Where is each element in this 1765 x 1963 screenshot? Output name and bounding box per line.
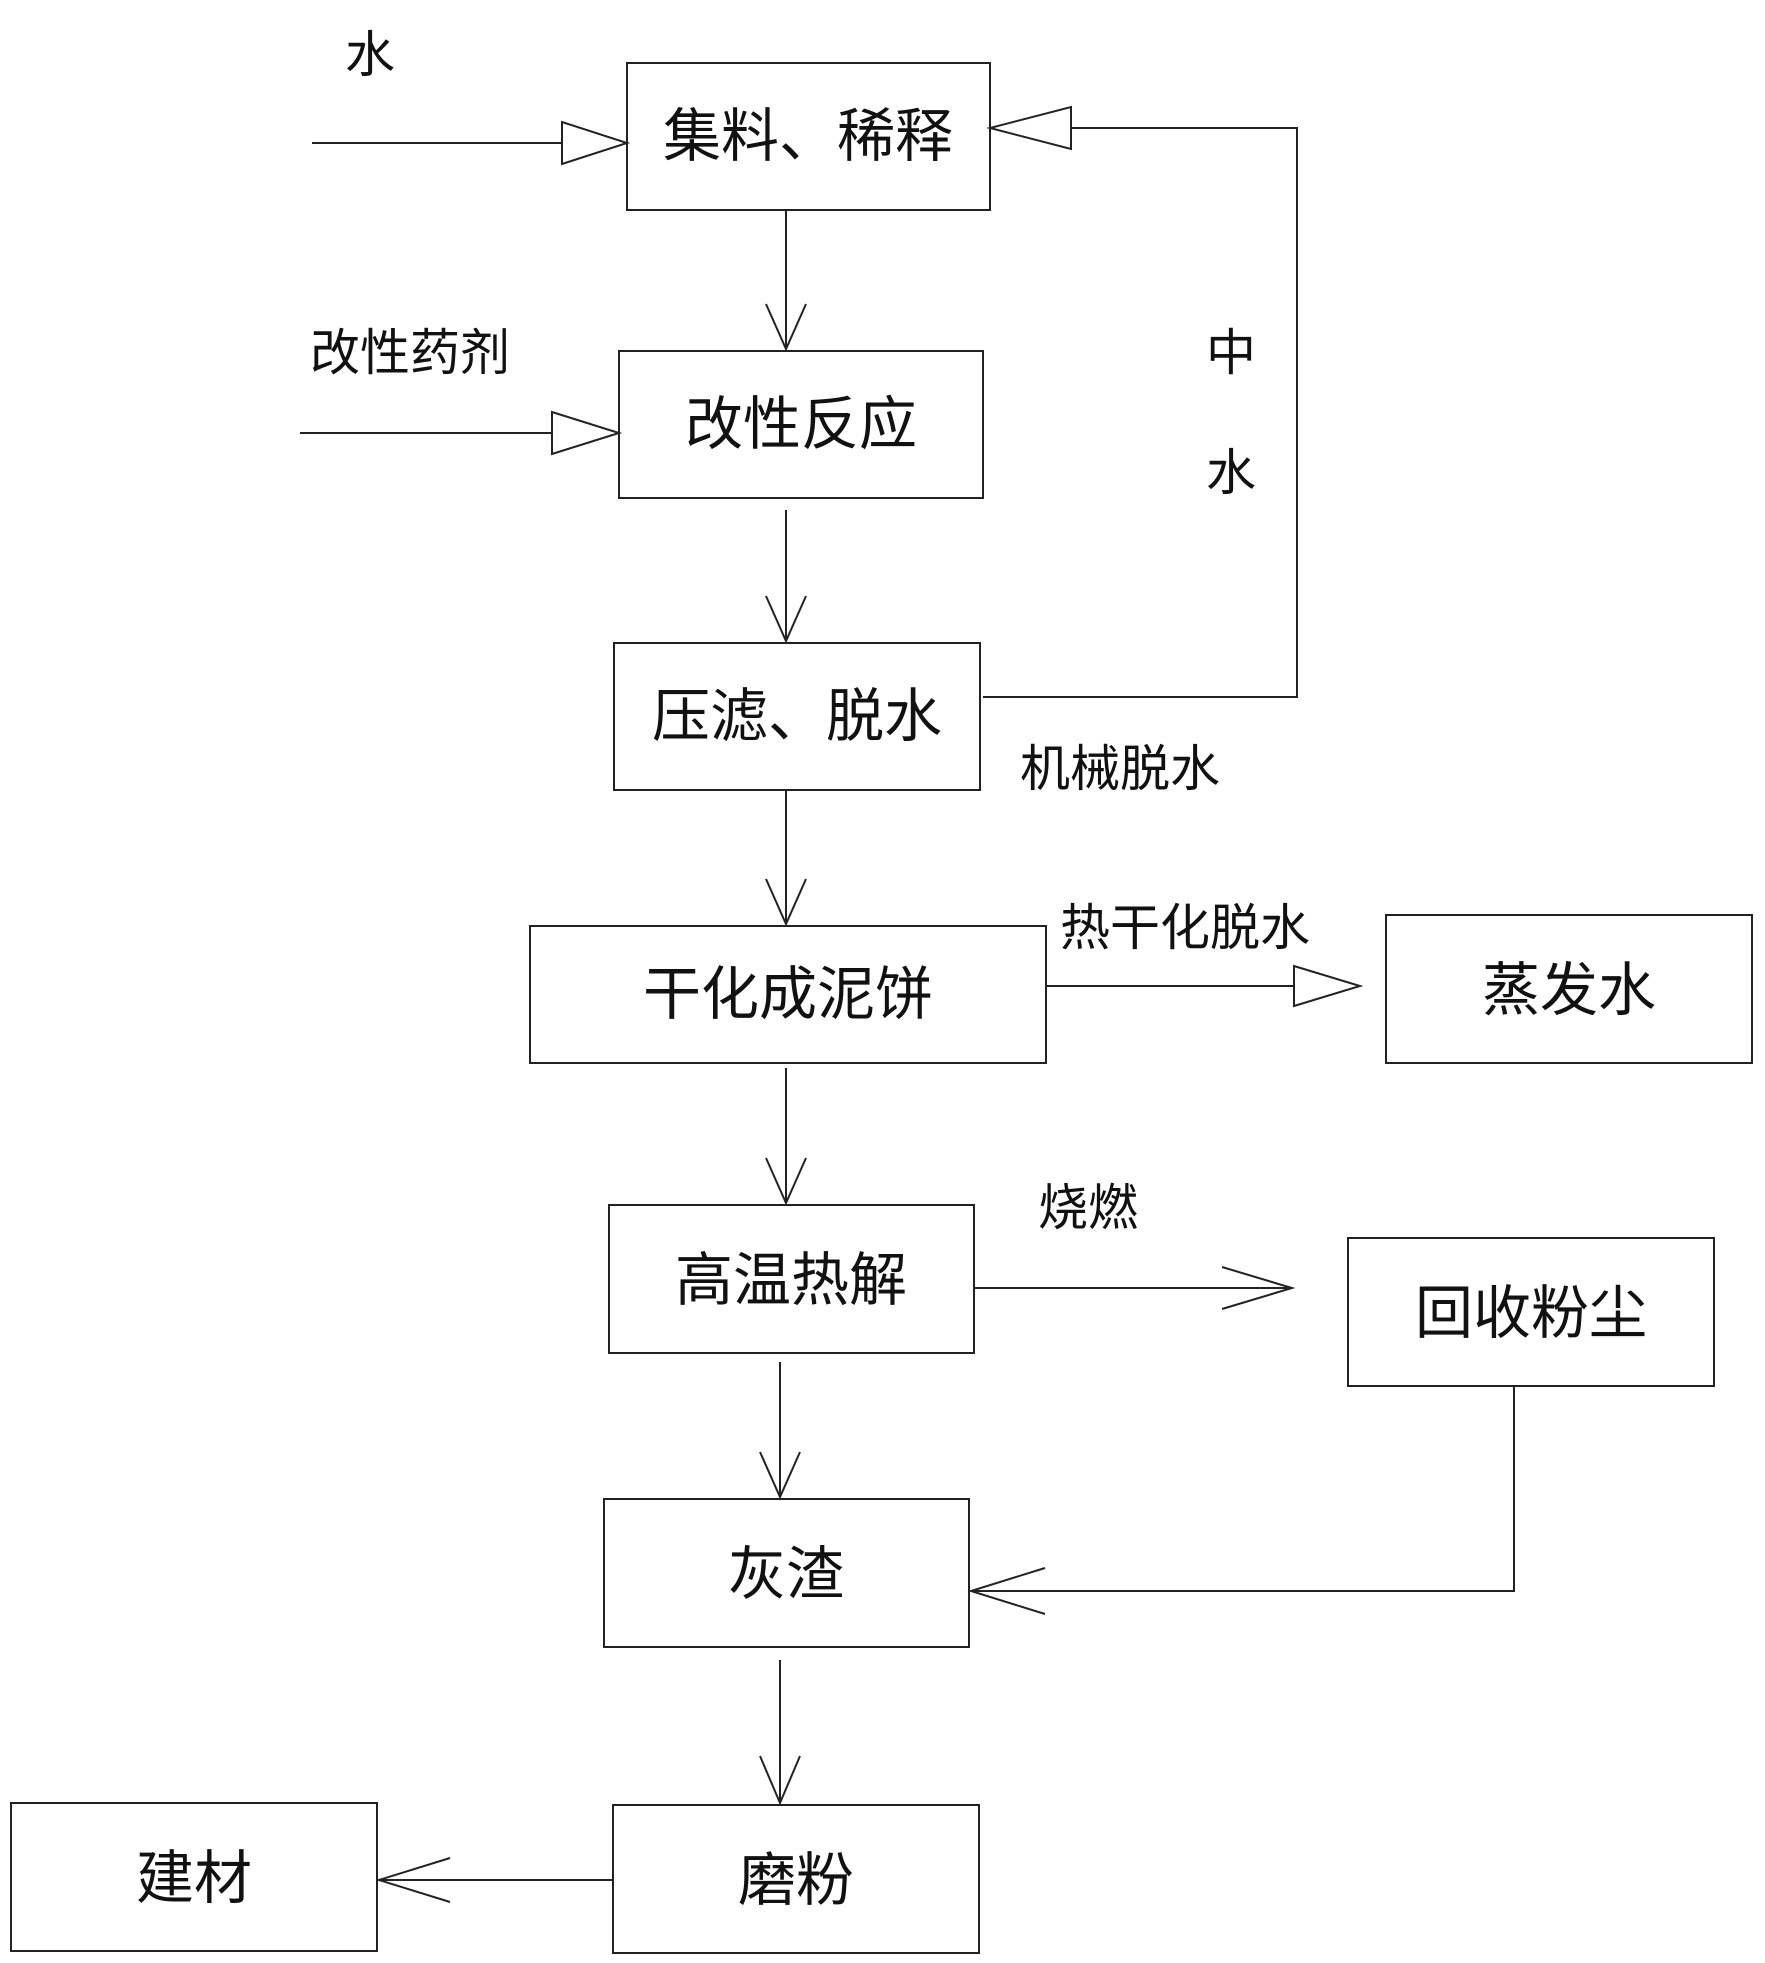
label-recycled-water-bottom: 水 xyxy=(1206,444,1256,502)
arrow-thermal-dewater xyxy=(1046,964,1364,1008)
box-label: 建材 xyxy=(136,1844,252,1912)
arrow-burning xyxy=(974,1266,1296,1310)
box-evaporated-water: 蒸发水 xyxy=(1385,914,1753,1064)
arrow-grind-to-material xyxy=(375,1857,613,1903)
label-burning: 烧燃 xyxy=(1038,1179,1138,1237)
box-label: 灰渣 xyxy=(728,1540,844,1608)
box-ash: 灰渣 xyxy=(603,1498,970,1648)
box-label: 改性反应 xyxy=(685,390,917,458)
arrow-step-5 xyxy=(759,1362,801,1500)
label-mechanical-dewater: 机械脱水 xyxy=(1020,740,1220,798)
box-grind: 磨粉 xyxy=(612,1804,980,1954)
arrow-step-6 xyxy=(759,1660,801,1806)
box-label: 集料、稀释 xyxy=(663,102,953,170)
arrow-dust-to-ash xyxy=(967,1386,1515,1615)
label-thermal-dewater: 热干化脱水 xyxy=(1060,899,1310,957)
box-label: 高温热解 xyxy=(675,1246,907,1314)
arrow-step-4 xyxy=(765,1068,807,1206)
arrow-step-1 xyxy=(765,210,807,352)
arrow-water-in xyxy=(312,120,631,166)
box-recover-dust: 回收粉尘 xyxy=(1347,1237,1715,1387)
box-pyrolysis: 高温热解 xyxy=(608,1204,975,1354)
arrow-modifier-in xyxy=(300,410,623,456)
box-label: 磨粉 xyxy=(738,1846,854,1914)
box-label: 回收粉尘 xyxy=(1415,1279,1647,1347)
arrow-recycled-water-loop xyxy=(983,105,1298,698)
box-label: 蒸发水 xyxy=(1482,956,1656,1024)
label-water-in: 水 xyxy=(345,26,395,84)
box-gather-dilute: 集料、稀释 xyxy=(626,62,991,211)
box-modify-react: 改性反应 xyxy=(618,350,984,499)
arrow-step-3 xyxy=(765,790,807,927)
box-building-material: 建材 xyxy=(10,1802,378,1952)
box-dry-cake: 干化成泥饼 xyxy=(529,925,1047,1064)
label-modifier-agent: 改性药剂 xyxy=(310,324,510,382)
arrow-step-2 xyxy=(765,510,807,644)
box-label: 干化成泥饼 xyxy=(643,960,933,1028)
box-press-filter: 压滤、脱水 xyxy=(613,642,981,791)
box-label: 压滤、脱水 xyxy=(652,682,942,750)
label-recycled-water-top: 中 xyxy=(1206,324,1256,382)
